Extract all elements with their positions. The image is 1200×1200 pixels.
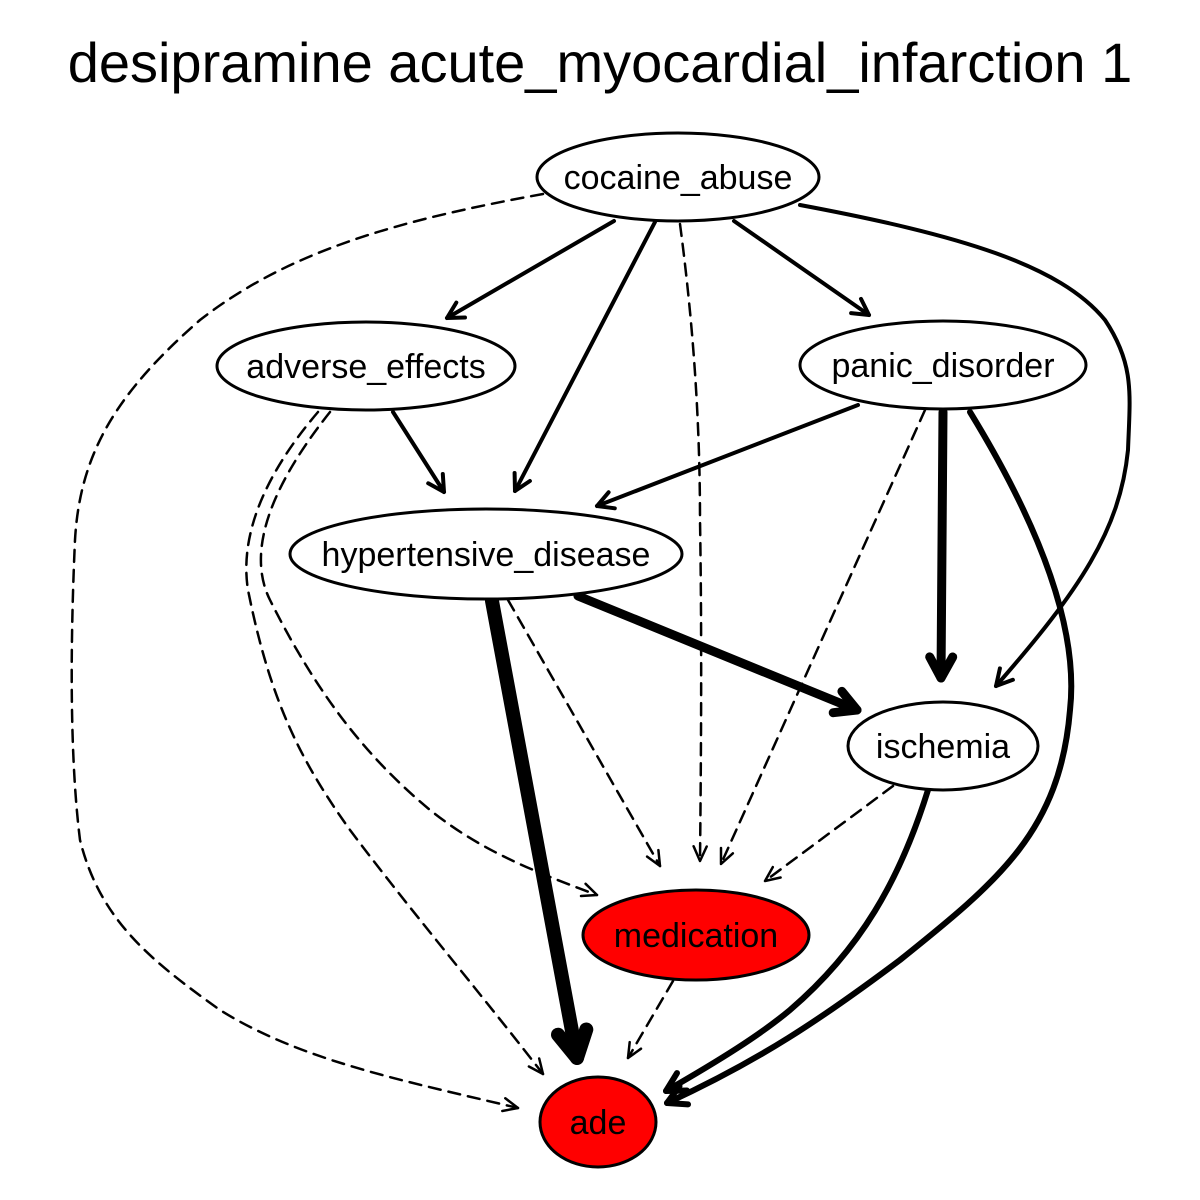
node-ellipse bbox=[798, 319, 1088, 411]
edge-cocaine-abuse-to-ade bbox=[70, 192, 545, 1113]
arrowhead-icon bbox=[849, 296, 871, 317]
edge-line bbox=[663, 787, 931, 1094]
edge-hypertensive-disease-to-ischemia bbox=[573, 591, 862, 718]
arrowhead-icon bbox=[426, 472, 446, 494]
edge-line bbox=[626, 979, 675, 1060]
arrowhead-icon bbox=[445, 300, 467, 320]
edge-panic-disorder-to-hypertensive-disease bbox=[595, 403, 860, 511]
node-adverse-effects: adverse_effects bbox=[215, 320, 517, 412]
graph-title: desipramine acute_myocardial_infarction … bbox=[68, 31, 1133, 94]
arrowhead-icon bbox=[828, 686, 862, 718]
arrowhead-icon bbox=[994, 666, 1015, 688]
edge-hypertensive-disease-to-ade bbox=[485, 594, 594, 1065]
edge-line bbox=[798, 203, 1132, 688]
edge-cocaine-abuse-to-ischemia bbox=[798, 203, 1132, 688]
edge-line bbox=[391, 410, 446, 494]
arrowhead-icon bbox=[579, 882, 599, 898]
arrowhead-icon bbox=[527, 1057, 545, 1076]
edge-adverse-effects-to-ade bbox=[245, 410, 545, 1076]
edge-line bbox=[513, 220, 657, 493]
edge-line bbox=[595, 403, 860, 508]
edge-line bbox=[719, 408, 927, 866]
edge-line bbox=[573, 591, 862, 715]
node-label: panic_disorder bbox=[831, 347, 1054, 385]
node-label: ade bbox=[570, 1104, 627, 1142]
node-ellipse bbox=[215, 320, 517, 412]
edge-line bbox=[678, 222, 703, 863]
node-cocaine-abuse: cocaine_abuse bbox=[535, 131, 821, 223]
edge-line bbox=[259, 410, 599, 897]
edge-adverse-effects-to-hypertensive-disease bbox=[391, 410, 446, 494]
edge-panic-disorder-to-medication bbox=[719, 408, 927, 866]
node-ellipse bbox=[846, 700, 1040, 792]
edge-cocaine-abuse-to-adverse-effects bbox=[445, 219, 616, 320]
edge-line bbox=[245, 410, 545, 1076]
node-ade: ade bbox=[538, 1075, 658, 1169]
node-ellipse bbox=[581, 888, 811, 982]
nodes-layer: cocaine_abuse adverse_effects panic_disord… bbox=[215, 131, 1088, 1169]
arrowhead-icon bbox=[763, 865, 782, 883]
edge-adverse-effects-to-medication bbox=[259, 410, 599, 898]
edge-line bbox=[485, 594, 584, 1065]
edge-line bbox=[506, 598, 662, 868]
edge-cocaine-abuse-to-panic-disorder bbox=[732, 219, 871, 317]
node-medication: medication bbox=[581, 888, 811, 982]
arrowhead-icon bbox=[626, 1040, 643, 1060]
arrowhead-icon bbox=[501, 1097, 520, 1113]
edge-line bbox=[763, 784, 895, 883]
node-label: medication bbox=[614, 917, 778, 955]
edge-line bbox=[664, 409, 1075, 1106]
node-ellipse bbox=[288, 507, 684, 601]
arrowhead-icon bbox=[925, 652, 958, 683]
node-ischemia: ischemia bbox=[846, 700, 1040, 792]
arrowhead-icon bbox=[645, 848, 662, 868]
node-label: adverse_effects bbox=[246, 348, 485, 386]
arrowhead-icon bbox=[512, 471, 532, 493]
node-hypertensive-disease: hypertensive_disease bbox=[288, 507, 684, 601]
edge-panic-disorder-to-ischemia bbox=[925, 407, 958, 683]
arrowhead-icon bbox=[663, 1070, 690, 1094]
edge-ischemia-to-ade bbox=[663, 787, 931, 1094]
node-ellipse bbox=[535, 131, 821, 223]
node-label: cocaine_abuse bbox=[564, 159, 793, 197]
edge-line bbox=[936, 407, 948, 683]
node-panic-disorder: panic_disorder bbox=[798, 319, 1088, 411]
arrowhead-icon bbox=[595, 490, 617, 511]
edge-line bbox=[732, 219, 871, 317]
arrowhead-icon bbox=[692, 845, 708, 863]
edge-ischemia-to-medication bbox=[763, 784, 895, 883]
edges-layer bbox=[70, 192, 1132, 1113]
arrowhead-icon bbox=[719, 846, 735, 866]
node-label: ischemia bbox=[876, 728, 1010, 766]
edge-line bbox=[70, 192, 545, 1110]
edge-medication-to-ade bbox=[626, 979, 675, 1060]
edge-cocaine-abuse-to-hypertensive-disease bbox=[512, 220, 657, 493]
node-ellipse bbox=[538, 1075, 658, 1169]
arrowhead-icon bbox=[551, 1022, 594, 1065]
edge-line bbox=[445, 219, 616, 320]
edge-hypertensive-disease-to-medication bbox=[506, 598, 662, 868]
edge-cocaine-abuse-to-medication bbox=[678, 222, 708, 863]
node-label: hypertensive_disease bbox=[322, 536, 651, 574]
